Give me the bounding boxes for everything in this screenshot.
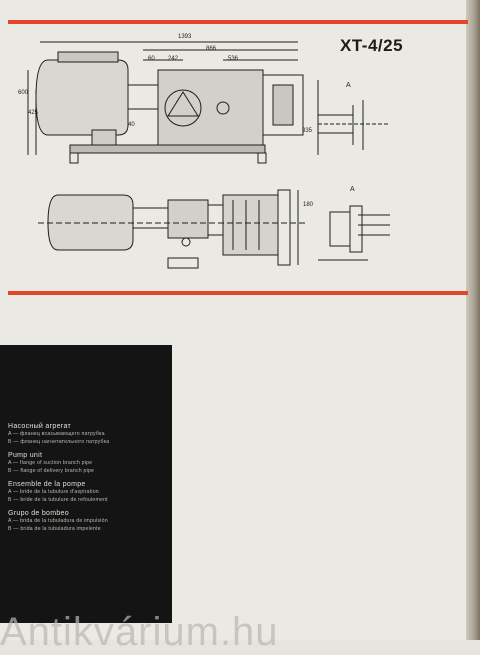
legend-title: Ensemble de la pompe [8, 481, 86, 488]
watermark: Antikvárium.hu [0, 610, 279, 654]
legend-title: Pump unit [8, 452, 43, 459]
legend-line: A — bride de la tubulure d'aspiration [8, 489, 99, 495]
legend-line: B — bride de la tubulure de refoulement [8, 497, 108, 503]
legend-line: B — brida de la tubuladura impelente [8, 526, 101, 532]
model-title: XT-4/25 [340, 36, 404, 55]
legend-group-ru: Насосный агрегат A — фланец всасывающего… [8, 423, 168, 446]
bottom-red-rule [8, 291, 468, 295]
dim-600: 600 [18, 90, 29, 96]
legend: Насосный агрегат A — фланец всасывающего… [8, 417, 168, 533]
legend-title: Grupo de bombeo [8, 510, 69, 517]
dim-40: 40 [128, 122, 135, 128]
legend-panel [0, 345, 172, 623]
legend-line: B — фланец нагнетательного патрубка [8, 439, 110, 445]
dim-536: 536 [228, 56, 239, 62]
dim-242: 242 [168, 56, 179, 62]
page-edge-shadow [466, 0, 480, 640]
legend-line: A — фланец всасывающего патрубка [8, 431, 105, 437]
dim-60: 60 [148, 56, 155, 62]
section-label-top: A [346, 82, 351, 89]
legend-line: B — flange of delivery branch pipe [8, 468, 95, 474]
legend-title: Насосный агрегат [8, 423, 72, 430]
legend-group-en: Pump unit A — flange of suction branch p… [8, 452, 168, 475]
top-red-rule [8, 20, 468, 24]
dim-425: 425 [28, 110, 39, 116]
legend-line: A — flange of suction branch pipe [8, 460, 93, 466]
legend-group-fr: Ensemble de la pompe A — bride de la tub… [8, 481, 168, 504]
dim-1393: 1393 [178, 34, 192, 40]
dim-180: 180 [303, 202, 314, 208]
section-label-bottom: A [350, 186, 355, 193]
legend-line: A — brida de la tubuladura de impulsión [8, 518, 108, 524]
dim-335: 335 [302, 128, 313, 134]
technical-drawing [27, 41, 390, 269]
dim-866: 866 [206, 46, 217, 52]
legend-group-es: Grupo de bombeo A — brida de la tubuladu… [8, 510, 168, 533]
